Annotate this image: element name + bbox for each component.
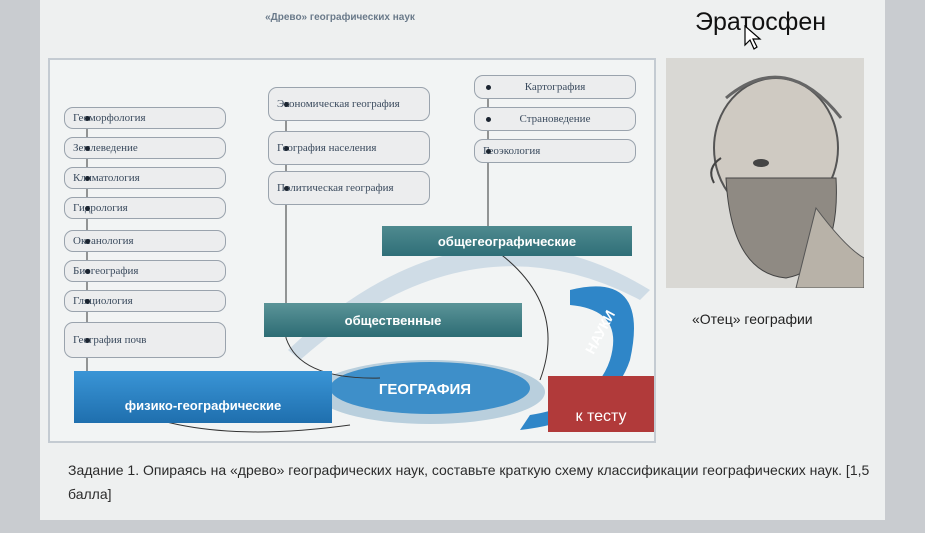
connector-dot <box>85 206 90 211</box>
physical-item-6: Биогеография <box>64 260 226 282</box>
physical-item-7: Гляциология <box>64 290 226 312</box>
general-item-3: Геоэкология <box>474 139 636 163</box>
general-item-1: Картография <box>474 75 636 99</box>
general-item-2: Страноведение <box>474 107 636 131</box>
to-test-button[interactable]: к тесту <box>548 376 654 432</box>
connector-dot <box>486 149 491 154</box>
connector-dot <box>85 176 90 181</box>
geography-center-label: ГЕОГРАФИЯ <box>378 380 472 398</box>
connector-dot <box>85 116 90 121</box>
physical-item-3: Климатология <box>64 167 226 189</box>
physical-branch-label: физико-географические <box>74 371 332 423</box>
mouse-cursor-icon <box>744 25 762 50</box>
social-item-1: Экономическая география <box>268 87 430 121</box>
task-text: Задание 1. Опираясь на «древо» географич… <box>68 462 870 502</box>
connector-dot <box>284 102 289 107</box>
portrait-caption: «Отец» географии <box>692 311 813 327</box>
physical-item-8: География почв <box>64 322 226 358</box>
connector-dot <box>85 269 90 274</box>
portrait-image <box>666 58 864 288</box>
social-branch-label: общественные <box>264 303 522 337</box>
diagram-title: «Древо» географических наук <box>265 12 415 23</box>
social-item-2: География населения <box>268 131 430 165</box>
connector-dot <box>284 186 289 191</box>
physical-item-2: Землеведение <box>64 137 226 159</box>
general-branch-label: общегеографические <box>382 226 632 256</box>
physical-item-1: Геоморфология <box>64 107 226 129</box>
connector-dot <box>85 146 90 151</box>
eratosthenes-portrait <box>666 58 864 288</box>
social-item-3: Политическая география <box>268 171 430 205</box>
connector-dot <box>486 85 491 90</box>
connector-dot <box>284 146 289 151</box>
connector-dot <box>85 239 90 244</box>
connector-dot <box>486 117 491 122</box>
physical-item-4: Гидрология <box>64 197 226 219</box>
connector-dot <box>85 299 90 304</box>
connector-dot <box>85 338 90 343</box>
portrait-name: Эратосфен <box>695 8 827 36</box>
physical-item-5: Океанология <box>64 230 226 252</box>
